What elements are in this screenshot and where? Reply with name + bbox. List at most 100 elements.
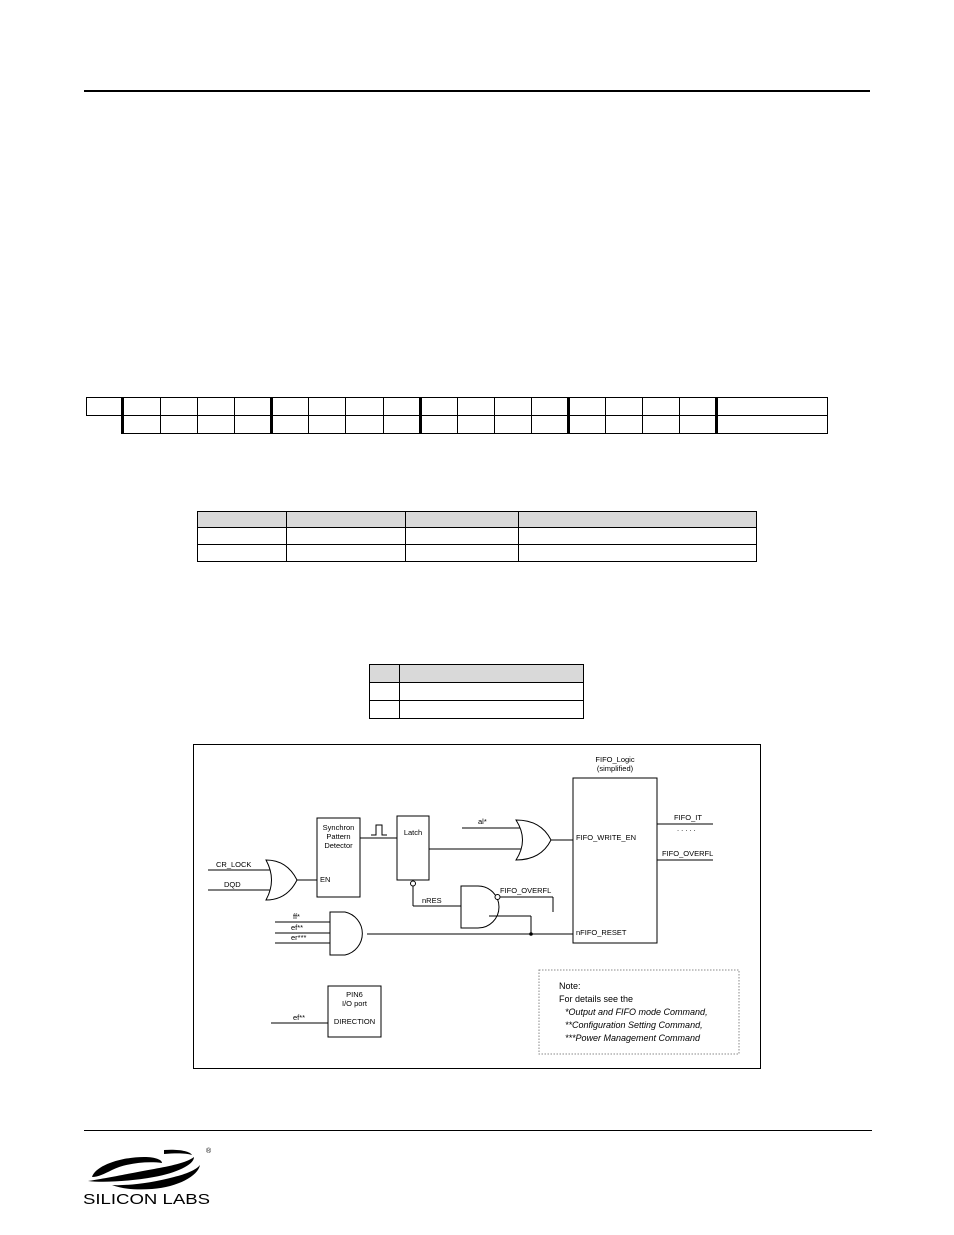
table-cell [405,544,519,562]
command-bit-table [86,397,828,434]
bit-row-header [86,397,828,416]
output-dots: . . . . . [677,824,696,833]
synchron-en-label: EN [320,875,330,884]
note-line: For details see the [559,994,633,1004]
or-gate-write [515,819,552,861]
table-cell [286,527,406,545]
and-gate [329,911,363,956]
bit-cell [160,415,198,434]
fifo-logic-block [572,777,658,944]
bit-cell [234,415,272,434]
bit-cell [419,397,458,416]
bit-cell [457,415,495,434]
synchron-label-2: Pattern [326,832,350,841]
dqd-label: DQD [224,880,241,889]
fifo-it-label: FIFO_IT [674,813,702,822]
note-ref-configuration: **Configuration Setting Command, [565,1020,703,1030]
table-row [369,682,584,701]
al-label: al* [478,817,487,826]
table-cell [286,511,406,528]
bit-cell [383,415,421,434]
bit-cell [197,397,235,416]
bit-cell [345,415,384,434]
nfifo-reset-label: nFIFO_RESET [576,928,627,937]
table-row [197,527,757,545]
or-gate-input [265,859,298,901]
fifo-overfl-out-label: FIFO_OVERFL [662,849,713,858]
setting-header-row [369,664,584,683]
table-cell [369,664,400,683]
bit-cell [715,397,828,416]
bit-cell [642,415,680,434]
bit-cell [494,397,532,416]
bit-cell [679,397,717,416]
direction-label: DIRECTION [334,1017,375,1026]
ef-label: ef** [291,923,303,932]
bit-cell [679,415,717,434]
silicon-labs-logo: ® SILICON LABS [83,1147,212,1207]
table-cell [197,511,287,528]
bit-cell [197,415,235,434]
bit-cell [457,397,495,416]
bit-cell [567,397,606,416]
bit-cell-blank [87,416,123,434]
bit-cell [383,397,421,416]
ff-label: ff* [293,912,300,921]
bit-cell [270,397,309,416]
pin6-io-port [327,985,382,1038]
table-row [369,700,584,719]
bit-cell [121,415,161,434]
header-rule [84,90,870,92]
synchron-label-1: Synchron [323,823,355,832]
table-cell [197,544,287,562]
table-cell [405,527,519,545]
fifo-write-en-label: FIFO_WRITE_EN [576,833,636,842]
pulse-icon [371,824,387,836]
fifo-logic-title: FIFO_Logic [595,755,634,764]
latch-block [396,815,430,881]
io-port-label: I/O port [342,999,368,1008]
table-cell [518,544,757,562]
bit-cell [160,397,198,416]
table-cell [197,527,287,545]
table-row [197,544,757,562]
table-cell [518,511,757,528]
table-cell [286,544,406,562]
registered-mark: ® [206,1147,212,1155]
bit-cell [494,415,532,434]
logo-mark-icon [88,1149,200,1190]
bit-cell [308,415,346,434]
footer-rule [84,1130,872,1131]
synchron-label-3: Detector [324,841,353,850]
bit-cell [567,415,606,434]
bit-cell [234,397,272,416]
latch-label: Latch [404,828,422,837]
bit-cell [308,397,346,416]
diagram-frame [193,744,761,1069]
table-cell [405,511,519,528]
nand-bubble [494,894,501,900]
note-box [538,969,740,1055]
er-label: er*** [291,933,307,942]
pin6-label: PIN6 [346,990,363,999]
logo-wordmark: SILICON LABS [83,1191,210,1207]
latch-reset-bubble [410,880,416,887]
bit-cell [270,415,309,434]
table-cell [399,682,584,701]
setting-table [369,664,584,719]
bit-cell [605,415,643,434]
bit-cell [715,415,828,434]
note-title: Note: [559,981,581,991]
table-cell [518,527,757,545]
cr-lock-label: CR_LOCK [216,860,251,869]
fifo-overfl-gate-label: FIFO_OVERFL [500,886,551,895]
bit-cell [419,415,458,434]
bit-cell [531,415,569,434]
ef-pin-label: ef** [293,1013,305,1022]
bit-cell [345,397,384,416]
parameter-header-row [197,511,757,528]
bit-cell [121,397,161,416]
synchron-pattern-detector [316,817,361,898]
fifo-logic-diagram: FIFO_Logic (simplified) FIFO_WRITE_EN nF… [193,744,761,1069]
table-cell [369,700,400,719]
